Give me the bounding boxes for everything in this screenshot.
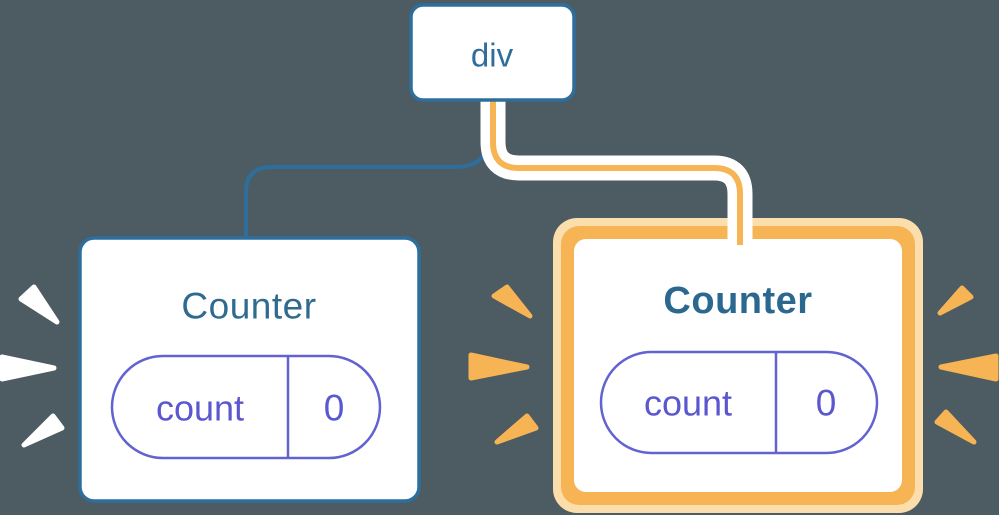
counter-card-left: Counter count 0: [78, 236, 421, 503]
root-node-border: [409, 3, 576, 102]
state-pill-left: count 0: [110, 354, 382, 460]
emphasis-sparks-left-card: [0, 284, 65, 448]
spark-icon: [934, 409, 977, 445]
counter-card-right: Counter count 0: [553, 218, 923, 513]
state-key-left: count: [156, 388, 244, 429]
spark-icon: [937, 285, 974, 316]
spark-icon: [468, 352, 530, 381]
spark-icon: [18, 284, 60, 325]
spark-icon: [0, 354, 57, 382]
state-pill-right: count 0: [599, 350, 879, 455]
spark-icon: [938, 353, 999, 382]
edge-root-to-left-counter: [244, 103, 492, 240]
emphasis-sparks-right-card-right: [934, 285, 999, 445]
spark-icon: [494, 413, 539, 445]
spark-icon: [491, 284, 533, 319]
edge-root-to-right-counter: [490, 99, 743, 245]
root-node: div: [409, 3, 576, 102]
counter-title-right: Counter: [663, 280, 812, 322]
state-value-left: 0: [324, 388, 345, 429]
state-value-right: 0: [816, 383, 837, 424]
counter-title-left: Counter: [181, 286, 316, 327]
state-pill-border-right: [599, 350, 879, 455]
emphasis-sparks-right-card-left: [468, 284, 539, 445]
spark-icon: [21, 413, 65, 448]
state-pill-border-left: [110, 354, 382, 460]
state-key-right: count: [644, 383, 732, 424]
root-node-label: div: [471, 37, 514, 74]
